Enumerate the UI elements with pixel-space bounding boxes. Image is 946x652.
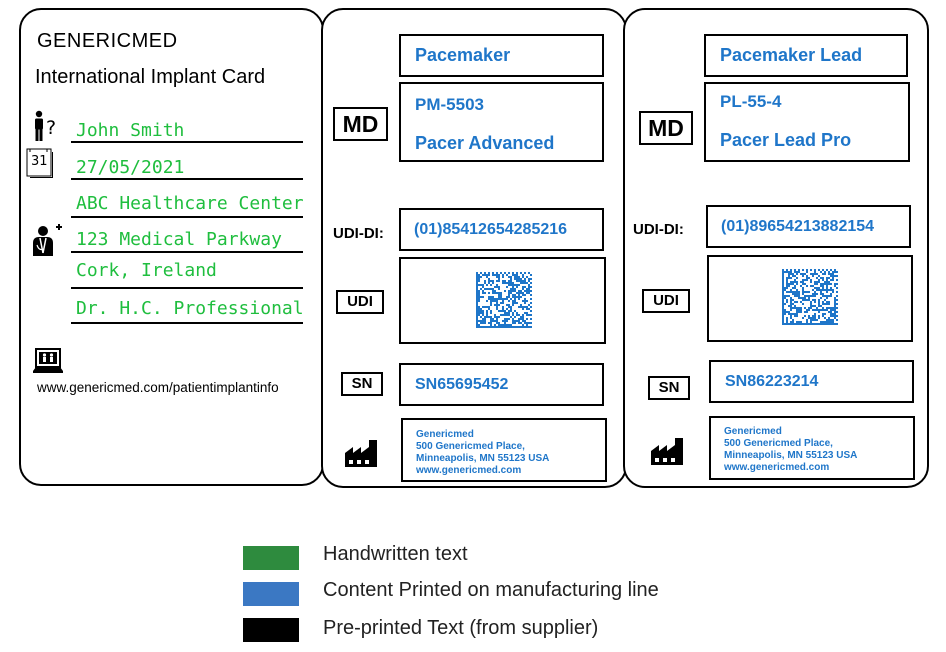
manufacturer-street: 500 Genericmed Place, xyxy=(724,438,833,449)
device-card-pacemaker: Pacemaker MD PM-5503 Pacer Advanced UDI-… xyxy=(321,8,627,488)
serial-number: SN86223214 xyxy=(725,373,819,390)
manufacturer-city: Minneapolis, MN 55123 USA xyxy=(416,453,550,464)
model-box: PL-55-4 Pacer Lead Pro xyxy=(704,82,910,162)
device-name-box: Pacemaker Lead xyxy=(704,34,908,77)
address-line2-line xyxy=(71,287,303,289)
legend-label-handwritten: Handwritten text xyxy=(323,543,468,565)
md-symbol: MD xyxy=(333,107,388,141)
manufacturer-icon xyxy=(651,438,683,465)
address-line1-line xyxy=(71,251,303,253)
model-name: Pacer Lead Pro xyxy=(720,130,852,150)
calendar-icon xyxy=(26,148,53,178)
manufacturer-name: Genericmed xyxy=(724,426,782,437)
udi-barcode-box xyxy=(707,255,913,342)
data-matrix-icon xyxy=(782,269,838,325)
patient-name-line xyxy=(71,141,303,143)
patient-name: John Smith xyxy=(76,120,185,141)
legend-swatch-manufacturing xyxy=(243,582,299,606)
address-line2: Cork, Ireland xyxy=(76,260,217,281)
model-box: PM-5503 Pacer Advanced xyxy=(399,82,604,162)
udi-di-label: UDI-DI: xyxy=(633,221,684,238)
manufacturer-icon xyxy=(345,440,377,467)
manufacturer-city: Minneapolis, MN 55123 USA xyxy=(724,450,858,461)
patient-info-website[interactable]: www.genericmed.com/patientimplantinfo xyxy=(37,380,279,395)
implant-date: 27/05/2021 xyxy=(76,157,185,178)
udi-di-label: UDI-DI: xyxy=(333,225,384,242)
legend-label-manufacturing: Content Printed on manufacturing line xyxy=(323,579,659,601)
patient-card: GENERICMED International Implant Card ? … xyxy=(19,8,324,486)
sn-symbol: SN xyxy=(341,372,383,396)
card-title: International Implant Card xyxy=(35,66,266,88)
device-card-pacemaker-lead: Pacemaker Lead MD PL-55-4 Pacer Lead Pro… xyxy=(623,8,929,488)
manufacturer-name: Genericmed xyxy=(416,429,474,440)
udi-symbol: UDI xyxy=(336,290,384,314)
manufacturer-website[interactable]: www.genericmed.com xyxy=(724,462,830,473)
serial-box: SN65695452 xyxy=(399,363,604,406)
model-number: PM-5503 xyxy=(415,95,484,114)
legend-swatch-handwritten xyxy=(243,546,299,570)
legend-swatch-preprinted xyxy=(243,618,299,642)
doctor-icon xyxy=(33,224,62,256)
data-matrix-icon xyxy=(476,272,532,328)
info-website-icon xyxy=(33,348,63,373)
device-name-box: Pacemaker xyxy=(399,34,604,77)
udi-symbol: UDI xyxy=(642,289,690,313)
device-name: Pacemaker Lead xyxy=(720,45,863,65)
healthcare-center: ABC Healthcare Center xyxy=(76,193,304,214)
calendar-number: 31 xyxy=(31,154,48,169)
brand-name: GENERICMED xyxy=(37,30,178,52)
udi-di-value: (01)85412654285216 xyxy=(414,221,568,238)
serial-number: SN65695452 xyxy=(415,376,509,393)
udi-di-box: (01)85412654285216 xyxy=(399,208,604,251)
healthcare-center-line xyxy=(71,216,303,218)
model-number: PL-55-4 xyxy=(720,92,782,111)
serial-box: SN86223214 xyxy=(709,360,914,403)
manufacturer-box: Genericmed 500 Genericmed Place, Minneap… xyxy=(709,416,915,480)
udi-barcode-box xyxy=(399,257,606,344)
udi-di-value: (01)89654213882154 xyxy=(721,218,875,235)
manufacturer-street: 500 Genericmed Place, xyxy=(416,441,525,452)
manufacturer-website[interactable]: www.genericmed.com xyxy=(416,465,522,476)
patient-icon: ? xyxy=(35,110,56,141)
doctor-name: Dr. H.C. Professional xyxy=(76,298,304,319)
sn-symbol: SN xyxy=(648,376,690,400)
address-line1: 123 Medical Parkway xyxy=(76,229,282,250)
manufacturer-box: Genericmed 500 Genericmed Place, Minneap… xyxy=(401,418,607,482)
implant-date-line xyxy=(71,178,303,180)
svg-text:?: ? xyxy=(46,117,56,139)
model-name: Pacer Advanced xyxy=(415,133,555,153)
udi-di-box: (01)89654213882154 xyxy=(706,205,911,248)
doctor-name-line xyxy=(71,322,303,324)
legend-label-preprinted: Pre-printed Text (from supplier) xyxy=(323,617,599,639)
device-name: Pacemaker xyxy=(415,45,511,65)
md-symbol: MD xyxy=(639,111,693,145)
